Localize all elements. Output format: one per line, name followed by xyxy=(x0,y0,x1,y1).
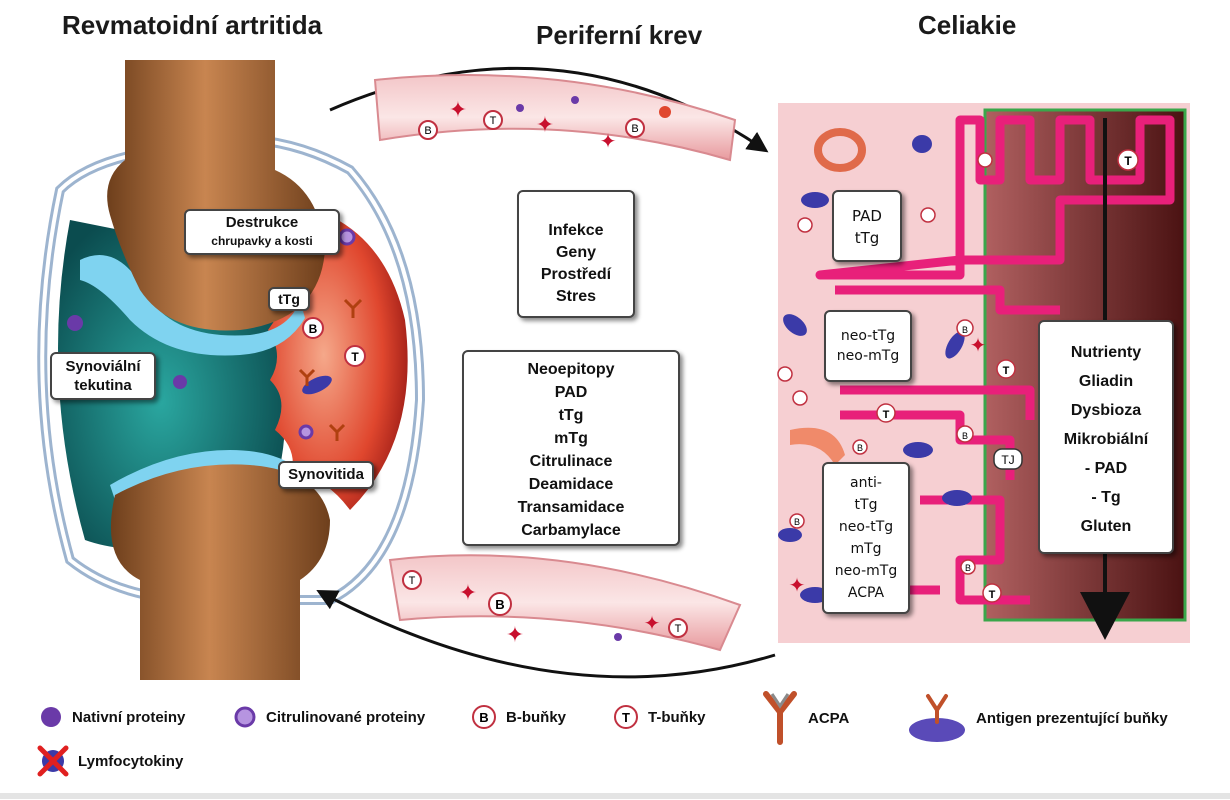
svg-text:T: T xyxy=(989,589,996,601)
svg-text:B: B xyxy=(962,325,968,335)
legend-native-proteins: Nativní proteiny xyxy=(38,704,185,730)
joint-illustration: B T xyxy=(37,60,426,680)
t-cell-icon: T xyxy=(614,705,638,729)
factors-box: Infekce Geny Prostředí Stres xyxy=(517,190,635,318)
svg-text:B: B xyxy=(631,123,638,135)
title-celiac-disease: Celiakie xyxy=(918,10,1017,40)
svg-text:T: T xyxy=(883,409,890,421)
legend-lymphocytokines: Lymfocytokiny xyxy=(36,744,183,778)
native-protein-icon xyxy=(41,707,61,727)
joint-t-cell: T xyxy=(351,350,359,364)
joint-b-cell: B xyxy=(309,322,318,336)
svg-text:B: B xyxy=(794,517,800,527)
lower-bone xyxy=(110,464,330,680)
svg-text:✦: ✦ xyxy=(449,97,467,122)
lower-blood-vessel: T B T ✦ ✦ ✦ xyxy=(388,554,742,652)
svg-text:B: B xyxy=(962,431,968,441)
gut-box-nutrients: Nutrienty Gliadin Dysbioza Mikrobiální -… xyxy=(1038,320,1174,554)
title-peripheral-blood: Periferní krev xyxy=(536,20,703,50)
label-synovitis: Synovitida xyxy=(278,461,374,489)
svg-text:T: T xyxy=(675,623,682,635)
svg-text:✦: ✦ xyxy=(459,580,477,605)
label-synovial-fluid: Synoviální tekutina xyxy=(50,352,156,400)
lymphocytokine-icon xyxy=(37,745,69,777)
mechanisms-box: Neoepitopy PAD tTg mTg Citrulinace Deami… xyxy=(462,350,680,546)
svg-text:T: T xyxy=(1003,365,1010,377)
svg-text:B: B xyxy=(965,563,971,573)
svg-text:B: B xyxy=(424,125,431,137)
antigen-presenting-cell-icon xyxy=(909,694,965,742)
upper-bone xyxy=(107,60,326,331)
legend-b-cells: B B-buňky xyxy=(470,704,566,730)
b-cell-icon: B xyxy=(472,705,496,729)
svg-text:T: T xyxy=(490,115,497,127)
svg-text:✦: ✦ xyxy=(644,613,661,635)
bottom-cycle-arrow xyxy=(316,590,776,679)
svg-text:T: T xyxy=(622,710,630,725)
svg-text:T: T xyxy=(1124,154,1132,168)
gut-box-anti: anti- tTg neo-tTg mTg neo-mTg ACPA xyxy=(822,462,910,614)
label-destruction: Destrukce chrupavky a kosti xyxy=(184,209,340,255)
legend-antigen-presenting-cells: Antigen prezentující buňky xyxy=(906,690,1168,746)
villi-top xyxy=(815,115,1175,280)
label-ttg-joint: tTg xyxy=(268,287,310,311)
tight-junction-label: TJ xyxy=(1001,453,1014,467)
svg-text:✦: ✦ xyxy=(536,112,554,137)
title-rheumatoid-arthritis: Revmatoidní artritida xyxy=(62,10,323,40)
gut-box-neo: neo-tTg neo-mTg xyxy=(824,310,912,382)
svg-text:B: B xyxy=(495,597,504,612)
acpa-antibody-icon xyxy=(763,691,797,745)
svg-text:B: B xyxy=(479,710,488,725)
svg-text:✦: ✦ xyxy=(600,131,617,153)
svg-text:✦: ✦ xyxy=(506,622,524,647)
svg-text:B: B xyxy=(857,443,863,453)
upper-blood-vessel: B T B ✦ ✦ ✦ xyxy=(373,74,737,162)
gut-box-pad-ttg: PAD tTg xyxy=(832,190,902,262)
legend-acpa: ACPA xyxy=(760,690,849,746)
svg-text:✦: ✦ xyxy=(970,335,987,357)
svg-text:T: T xyxy=(409,575,416,587)
legend-citrullinated-proteins: Citrulinované proteiny xyxy=(232,704,425,730)
legend-t-cells: T T-buňky xyxy=(612,704,706,730)
svg-text:✦: ✦ xyxy=(789,575,806,597)
citrullinated-protein-icon xyxy=(234,706,256,728)
